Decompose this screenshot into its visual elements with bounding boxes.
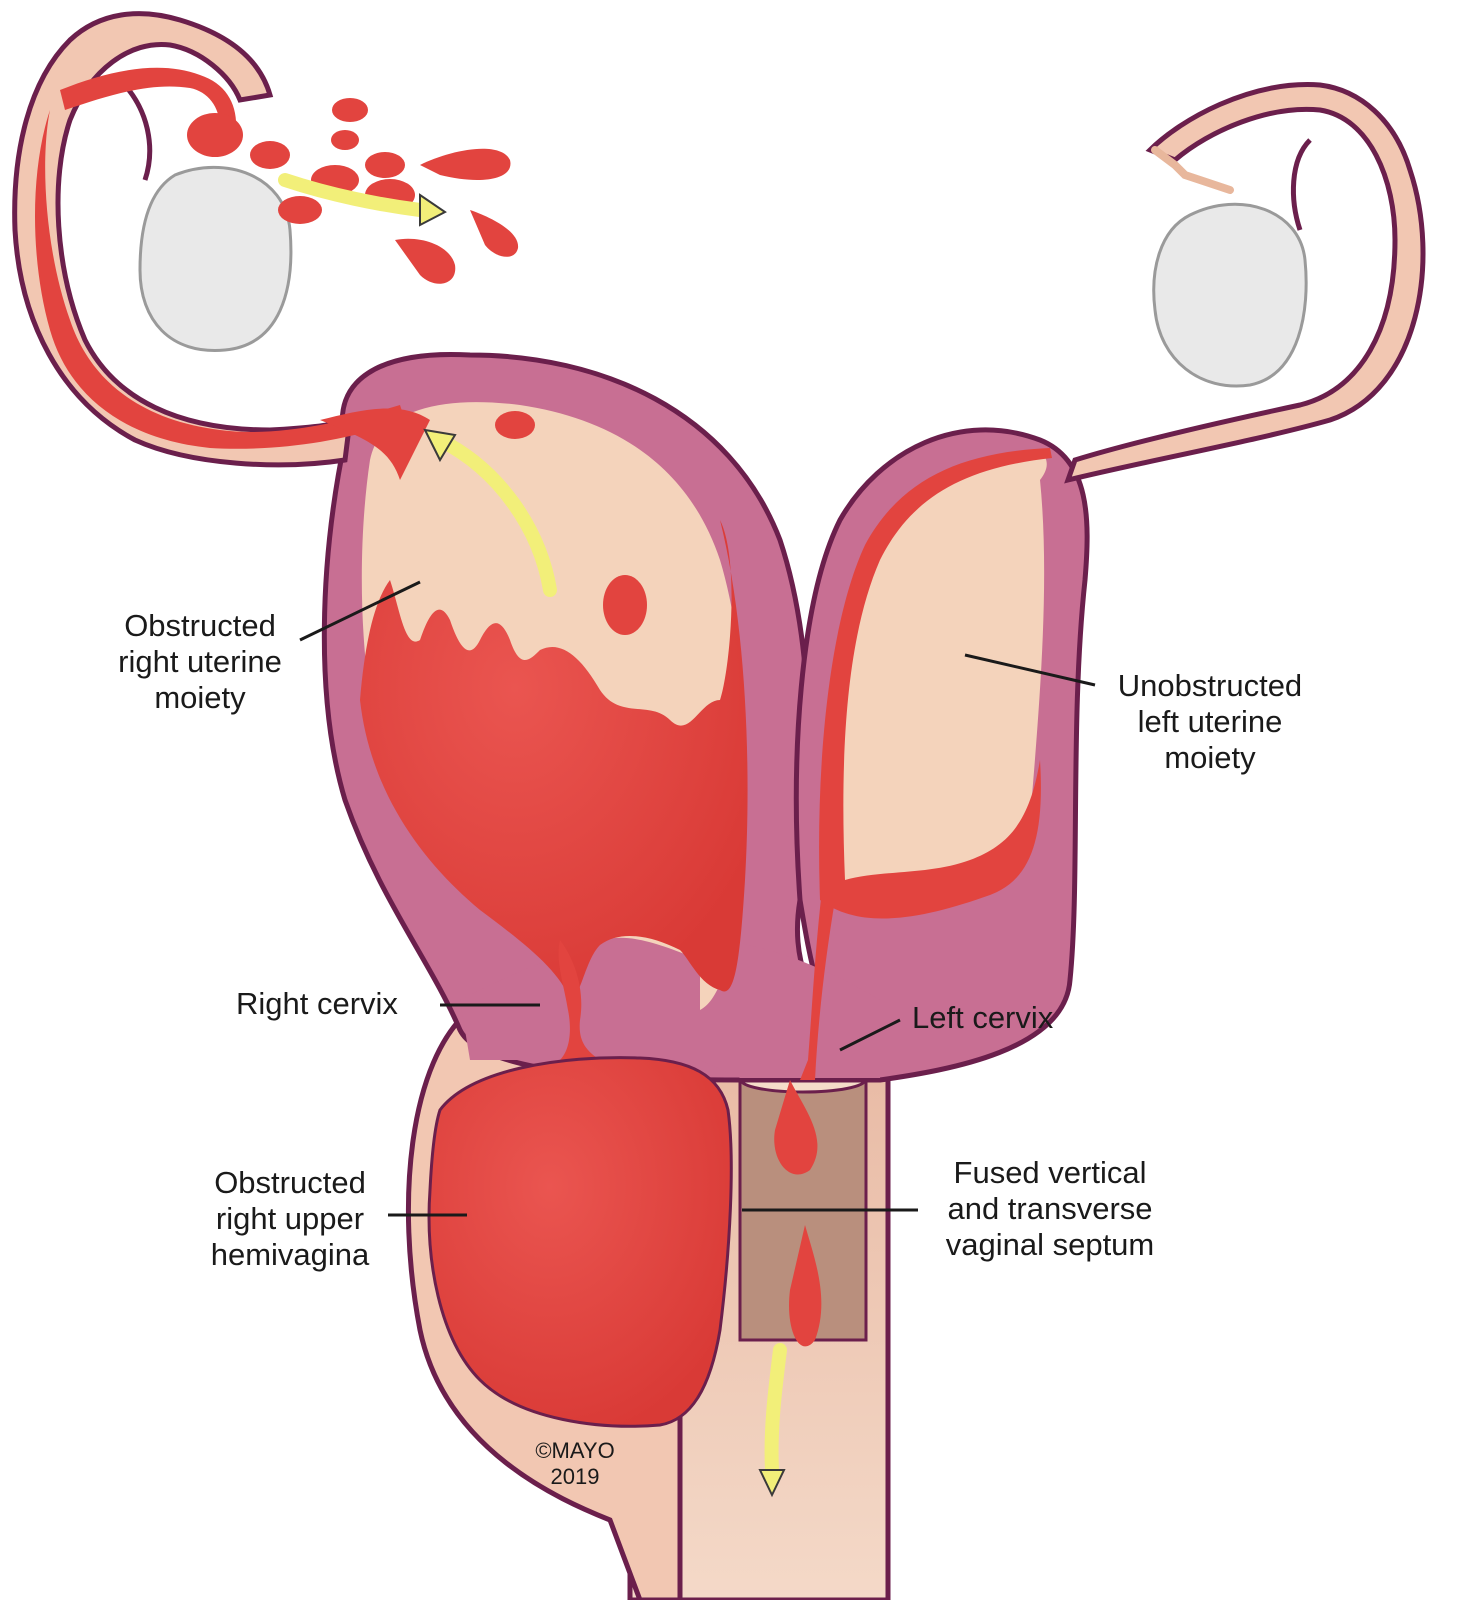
spilled-blood-drops: [187, 98, 822, 1347]
right-uterine-blood: [360, 520, 748, 1000]
leader-lines: [299, 580, 1096, 1217]
hemivagina-blood: [427, 1056, 733, 1428]
right-cervical-canal: [558, 940, 600, 1060]
left-uterine-lining: [819, 448, 1052, 919]
label-obstructed-right-uterine-moiety: Obstructed right uterine moiety: [118, 608, 282, 715]
right-fallopian-tube: [12, 11, 353, 468]
flow-arrows: [278, 173, 787, 1498]
left-uterine-lumen: [833, 450, 1047, 897]
label-fused-septum: Fused vertical and transverse vaginal se…: [945, 1155, 1155, 1262]
copyright-credit: ©MAYO 2019: [535, 1438, 615, 1489]
right-ovary: [138, 166, 293, 352]
left-cervix-stream: [800, 890, 835, 1080]
left-fimbriae: [1151, 146, 1234, 194]
left-fallopian-tube: [1064, 82, 1426, 484]
left-ovary: [1152, 202, 1308, 388]
label-obstructed-right-upper-hemivagina: Obstructed right upper hemivagina: [210, 1165, 370, 1272]
label-right-cervix: Right cervix: [236, 986, 398, 1021]
label-left-cervix: Left cervix: [912, 1000, 1054, 1035]
label-unobstructed-left-uterine-moiety: Unobstructed left uterine moiety: [1117, 668, 1303, 775]
